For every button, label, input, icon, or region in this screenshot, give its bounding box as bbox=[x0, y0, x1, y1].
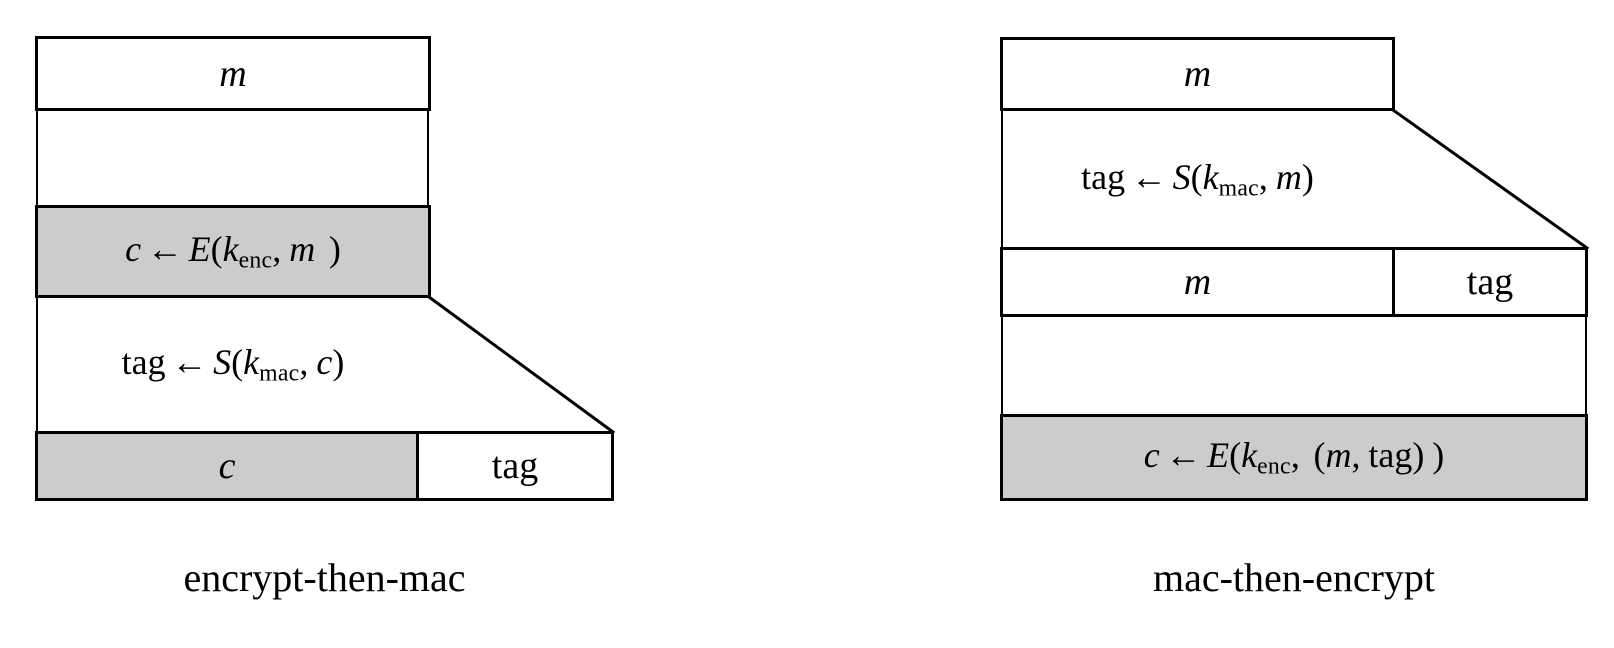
etm-mac-arg: c bbox=[316, 341, 333, 382]
mte-rail-left-upper bbox=[1001, 108, 1003, 250]
etm-out-tag-label: tag bbox=[491, 445, 539, 487]
mte-mac-key-sub: mac bbox=[1218, 175, 1259, 202]
mte-enc-inner-comma: , bbox=[1351, 435, 1361, 476]
mte-enc-inner-lparen: ( bbox=[1313, 435, 1326, 476]
mte-enc-arg-tag: tag bbox=[1368, 435, 1413, 476]
mte-row-encrypt-step: c←E(kenc,(m,tag)) bbox=[1000, 414, 1588, 501]
etm-enc-lparen: ( bbox=[210, 229, 223, 270]
mte-row-mac-step: tag←S(kmac,m) bbox=[1000, 145, 1395, 215]
etm-out-c-label: c bbox=[218, 445, 236, 487]
etm-mac-comma: , bbox=[299, 341, 309, 382]
mte-mac-arrow: ← bbox=[1130, 156, 1167, 197]
mte-diagonal-connector bbox=[1390, 107, 1590, 251]
mte-rail-left-lower bbox=[1001, 314, 1003, 417]
mte-enc-arrow: ← bbox=[1165, 435, 1202, 476]
mte-mac-lhs: tag bbox=[1081, 156, 1126, 197]
mte-mac-arg: m bbox=[1275, 156, 1302, 197]
etm-row-mac-step: tag←S(kmac,c) bbox=[35, 330, 431, 400]
etm-mac-rparen: ) bbox=[332, 341, 345, 382]
mte-concat-m-label: m bbox=[1183, 261, 1212, 303]
etm-row-output-c: c bbox=[35, 431, 419, 501]
etm-enc-key-base: k bbox=[222, 229, 239, 270]
mte-m-label: m bbox=[1183, 53, 1212, 95]
mte-mac-lparen: ( bbox=[1190, 156, 1203, 197]
etm-row-encrypt-step: c←E(kenc,m) bbox=[35, 205, 431, 298]
etm-row-plaintext: m bbox=[35, 36, 431, 111]
mte-enc-rparen: ) bbox=[1432, 435, 1445, 476]
mte-enc-lhs: c bbox=[1143, 435, 1160, 476]
etm-encrypt-formula: c←E(kenc,m) bbox=[125, 228, 341, 275]
mte-enc-comma: , bbox=[1290, 435, 1300, 476]
etm-mac-key-base: k bbox=[243, 341, 260, 382]
mte-mac-comma: , bbox=[1258, 156, 1268, 197]
etm-enc-comma: , bbox=[272, 229, 282, 270]
etm-enc-rparen: ) bbox=[328, 229, 341, 270]
mte-row-concat-tag: tag bbox=[1392, 247, 1588, 317]
mte-mac-fn: S bbox=[1172, 156, 1191, 197]
mte-rail-right-lower bbox=[1585, 314, 1587, 417]
caption-mac-then-encrypt: mac-then-encrypt bbox=[1152, 555, 1436, 600]
mte-row-plaintext: m bbox=[1000, 37, 1395, 111]
etm-enc-arg: m bbox=[289, 229, 316, 270]
mte-enc-inner-rparen: ) bbox=[1412, 435, 1425, 476]
etm-mac-lhs: tag bbox=[121, 341, 166, 382]
mte-enc-arg-m: m bbox=[1325, 435, 1352, 476]
etm-mac-fn: S bbox=[213, 341, 232, 382]
etm-diagonal-connector bbox=[426, 294, 616, 435]
etm-mac-key-sub: mac bbox=[259, 360, 300, 387]
etm-mac-lparen: ( bbox=[231, 341, 244, 382]
mte-row-concat-m: m bbox=[1000, 247, 1395, 317]
etm-row-output-tag: tag bbox=[416, 431, 614, 501]
mte-enc-fn: E bbox=[1207, 435, 1230, 476]
etm-rail-left-upper bbox=[36, 108, 38, 208]
etm-m-label: m bbox=[219, 52, 247, 95]
etm-rail-right-upper bbox=[427, 108, 429, 208]
etm-mac-arrow: ← bbox=[171, 341, 208, 382]
mte-mac-rparen: ) bbox=[1301, 156, 1314, 197]
etm-enc-fn: E bbox=[188, 229, 211, 270]
mte-mac-key-base: k bbox=[1202, 156, 1219, 197]
caption-encrypt-then-mac: encrypt-then-mac bbox=[183, 555, 466, 600]
etm-enc-arrow: ← bbox=[146, 229, 183, 270]
mte-mac-formula: tag←S(kmac,m) bbox=[1081, 159, 1314, 201]
etm-mac-formula: tag←S(kmac,c) bbox=[122, 344, 345, 386]
mte-enc-key-base: k bbox=[1241, 435, 1258, 476]
etm-rail-left-lower bbox=[36, 295, 38, 434]
mte-encrypt-formula: c←E(kenc,(m,tag)) bbox=[1144, 434, 1445, 481]
mte-concat-tag-label: tag bbox=[1466, 261, 1514, 303]
mte-enc-key-sub: enc bbox=[1257, 453, 1291, 480]
etm-enc-lhs: c bbox=[125, 229, 142, 270]
etm-enc-key-sub: enc bbox=[238, 247, 273, 274]
mte-enc-lparen: ( bbox=[1229, 435, 1242, 476]
